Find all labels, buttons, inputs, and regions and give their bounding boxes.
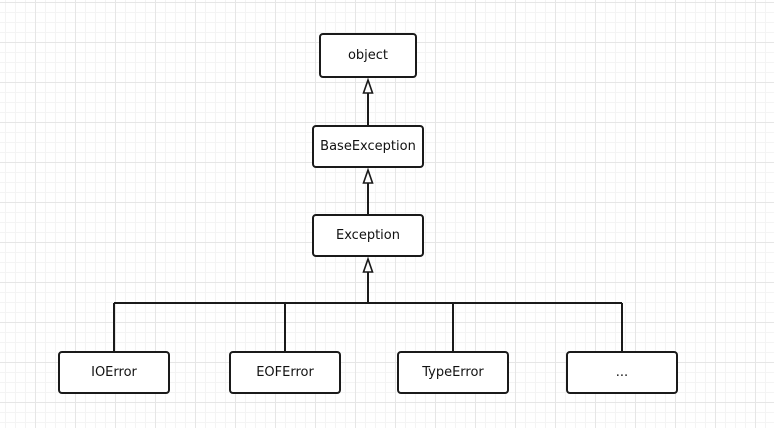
node-ellipsis-label: ... — [615, 365, 629, 380]
node-baseexception[interactable]: BaseException — [312, 125, 424, 168]
node-exception[interactable]: Exception — [312, 214, 424, 257]
node-ioerror-label: IOError — [91, 365, 137, 380]
node-baseexception-label: BaseException — [320, 139, 416, 154]
node-object-label: object — [347, 48, 389, 63]
inheritance-arrowhead-exception — [362, 256, 374, 273]
inheritance-arrowhead-baseexception — [362, 167, 374, 184]
node-typeerror-label: TypeError — [422, 365, 484, 380]
node-object[interactable]: object — [319, 33, 417, 78]
node-ellipsis[interactable]: ... — [566, 351, 678, 394]
node-eoferror-label: EOFError — [256, 365, 314, 380]
node-typeerror[interactable]: TypeError — [397, 351, 509, 394]
node-exception-label: Exception — [336, 228, 400, 243]
inheritance-arrowhead-object — [362, 77, 374, 94]
node-ioerror[interactable]: IOError — [58, 351, 170, 394]
node-eoferror[interactable]: EOFError — [229, 351, 341, 394]
